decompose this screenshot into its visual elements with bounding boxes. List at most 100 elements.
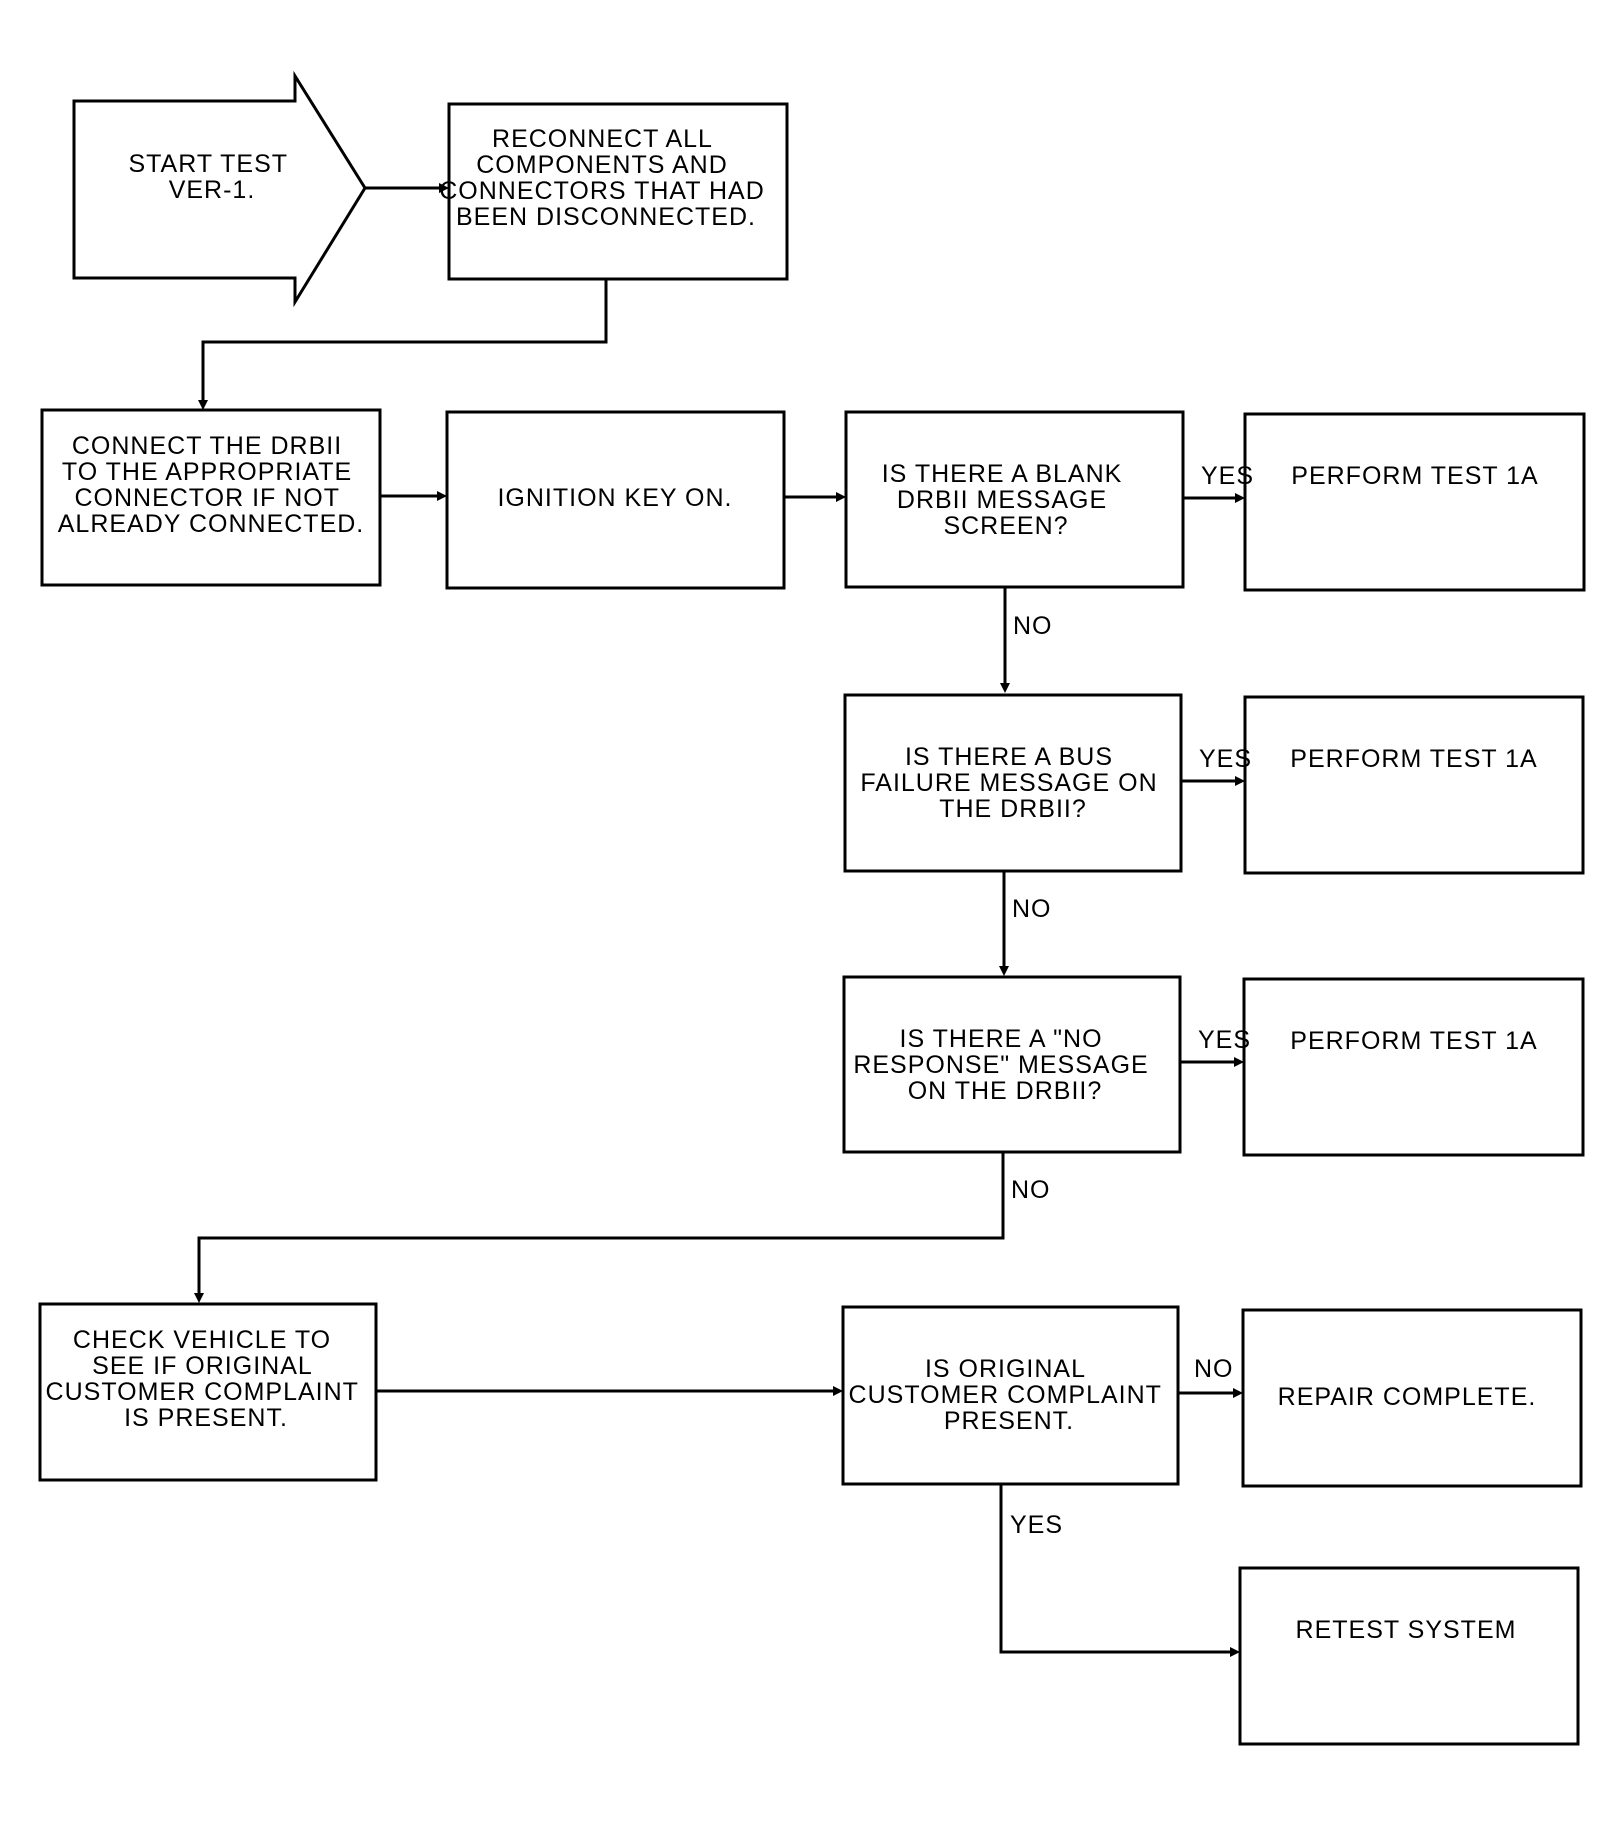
- node-perform-test-1: PERFORM TEST 1A: [1243, 412, 1586, 592]
- check-vehicle-box: [38, 1302, 378, 1482]
- node-retest-system: RETEST SYSTEM: [1238, 1566, 1580, 1746]
- svg-text:START TEST VER-1.: START TEST VER-1.: [128, 150, 295, 204]
- node-perform-test-2: PERFORM TEST 1A: [1243, 695, 1585, 875]
- node-original-complaint-question: IS ORIGINAL CUSTOMER COMPLAINT PRESENT.: [841, 1305, 1180, 1486]
- svg-text:CONNECT THE DRBII TO T: CONNECT THE DRBII TO THE APPROPRIATE CON…: [58, 432, 365, 538]
- connectors: [194, 183, 1245, 1657]
- perform-test-2-line-1: PERFORM TEST 1A: [1290, 745, 1537, 773]
- connect-drbii-line-3: CONNECTOR IF NOT: [74, 484, 339, 512]
- arrowhead: [194, 1293, 204, 1303]
- label-no-original: NO: [1194, 1355, 1234, 1383]
- svg-text:RETEST SYSTEM: RETEST SYSTEM: [1296, 1616, 1517, 1644]
- no-response-question-line-2: RESPONSE" MESSAGE: [853, 1051, 1148, 1079]
- node-start: START TEST VER-1.: [72, 70, 367, 308]
- original-complaint-question-line-1: IS ORIGINAL: [925, 1355, 1085, 1383]
- node-reconnect: RECONNECT ALL COMPONENTS AND CONNECTORS …: [439, 102, 789, 281]
- no-response-question-box: [842, 975, 1182, 1154]
- arrowhead: [833, 1386, 843, 1396]
- node-bus-question: IS THERE A BUS FAILURE MESSAGE ON THE DR…: [843, 693, 1183, 873]
- ignition-line-1: IGNITION KEY ON.: [497, 484, 732, 512]
- check-vehicle-line-1: CHECK VEHICLE TO: [73, 1326, 331, 1354]
- svg-text:IS THERE A "NO RESPONS: IS THERE A "NO RESPONSE" MESSAGE ON THE …: [853, 1025, 1156, 1105]
- node-connect-drbii: CONNECT THE DRBII TO THE APPROPRIATE CON…: [40, 408, 382, 587]
- svg-text:IGNITION KEY ON.: IGNITION KEY ON.: [497, 484, 732, 512]
- perform-test-1-box: [1243, 412, 1586, 592]
- arrowhead: [999, 966, 1009, 976]
- blank-question-box: [844, 410, 1185, 589]
- retest-system-box: [1238, 1566, 1580, 1746]
- start-line-2: VER-1.: [169, 176, 256, 204]
- svg-text:IS THERE A BUS FAILURE: IS THERE A BUS FAILURE MESSAGE ON THE DR…: [860, 743, 1165, 823]
- no-response-question-line-1: IS THERE A "NO: [900, 1025, 1103, 1053]
- original-complaint-question-line-2: CUSTOMER COMPLAINT: [849, 1381, 1162, 1409]
- arrowhead: [439, 183, 449, 193]
- connect-drbii-line-4: ALREADY CONNECTED.: [58, 510, 365, 538]
- arrowhead: [1230, 1647, 1240, 1657]
- connect-drbii-line-2: TO THE APPROPRIATE: [62, 458, 352, 486]
- label-yes-bus: YES: [1199, 745, 1252, 773]
- arrowhead: [1000, 683, 1010, 693]
- node-no-response-question: IS THERE A "NO RESPONSE" MESSAGE ON THE …: [842, 975, 1182, 1154]
- reconnect-line-2: COMPONENTS AND: [476, 151, 728, 179]
- perform-test-3-line-1: PERFORM TEST 1A: [1290, 1027, 1537, 1055]
- edge-labels: YES NO YES NO YES NO NO YES: [1010, 462, 1254, 1539]
- svg-text:PERFORM TEST 1A: PERFORM TEST 1A: [1290, 1027, 1537, 1055]
- edge-noresp-no: [197, 1152, 1005, 1293]
- reconnect-line-4: BEEN DISCONNECTED.: [456, 203, 756, 231]
- arrowhead: [1234, 1057, 1244, 1067]
- edge-reconnect-to-connect: [201, 278, 608, 400]
- node-perform-test-3: PERFORM TEST 1A: [1242, 977, 1585, 1157]
- bus-question-line-1: IS THERE A BUS: [905, 743, 1113, 771]
- bus-question-line-2: FAILURE MESSAGE ON: [860, 769, 1157, 797]
- arrowhead: [1235, 493, 1245, 503]
- connect-drbii-line-1: CONNECT THE DRBII: [72, 432, 342, 460]
- start-arrow-shape: [72, 70, 367, 308]
- reconnect-box: [447, 102, 789, 281]
- node-blank-question: IS THERE A BLANK DRBII MESSAGE SCREEN?: [844, 410, 1185, 589]
- svg-text:REPAIR COMPLETE.: REPAIR COMPLETE.: [1278, 1383, 1537, 1411]
- perform-test-3-box: [1242, 977, 1585, 1157]
- label-yes-no-response: YES: [1198, 1026, 1251, 1054]
- label-no-bus: NO: [1012, 895, 1052, 923]
- svg-text:PERFORM TEST 1A: PERFORM TEST 1A: [1291, 462, 1538, 490]
- arrowhead: [198, 400, 208, 410]
- bus-question-line-3: THE DRBII?: [939, 795, 1087, 823]
- reconnect-line-3: CONNECTORS THAT HAD: [439, 177, 765, 205]
- node-check-vehicle: CHECK VEHICLE TO SEE IF ORIGINAL CUSTOME…: [38, 1302, 378, 1482]
- node-ignition: IGNITION KEY ON.: [445, 410, 786, 590]
- label-no-no-response: NO: [1011, 1176, 1051, 1204]
- start-line-1: START TEST: [128, 150, 287, 178]
- label-yes-blank: YES: [1201, 462, 1254, 490]
- blank-question-line-2: DRBII MESSAGE: [897, 486, 1107, 514]
- repair-complete-line-1: REPAIR COMPLETE.: [1278, 1383, 1537, 1411]
- retest-system-line-1: RETEST SYSTEM: [1296, 1616, 1517, 1644]
- check-vehicle-line-3: CUSTOMER COMPLAINT: [46, 1378, 359, 1406]
- label-no-blank: NO: [1013, 612, 1053, 640]
- edge-original-yes: [999, 1484, 1231, 1654]
- repair-complete-box: [1241, 1308, 1583, 1488]
- original-complaint-question-line-3: PRESENT.: [944, 1407, 1074, 1435]
- check-vehicle-line-4: IS PRESENT.: [124, 1404, 288, 1432]
- arrowhead: [836, 492, 846, 502]
- blank-question-line-3: SCREEN?: [943, 512, 1068, 540]
- bus-question-box: [843, 693, 1183, 873]
- svg-text:RECONNECT ALL COMPONEN: RECONNECT ALL COMPONENTS AND CONNECTORS …: [439, 125, 772, 231]
- connect-drbii-box: [40, 408, 382, 587]
- svg-text:IS THERE A BLANK DRBII: IS THERE A BLANK DRBII MESSAGE SCREEN?: [882, 460, 1131, 540]
- node-repair-complete: REPAIR COMPLETE.: [1241, 1308, 1583, 1488]
- no-response-question-line-3: ON THE DRBII?: [908, 1077, 1103, 1105]
- perform-test-2-box: [1243, 695, 1585, 875]
- ignition-box: [445, 410, 786, 590]
- perform-test-1-line-1: PERFORM TEST 1A: [1291, 462, 1538, 490]
- svg-text:PERFORM TEST 1A: PERFORM TEST 1A: [1290, 745, 1537, 773]
- svg-text:CHECK VEHICLE TO SEE I: CHECK VEHICLE TO SEE IF ORIGINAL CUSTOME…: [46, 1326, 367, 1432]
- arrowhead: [1235, 776, 1245, 786]
- reconnect-line-1: RECONNECT ALL: [492, 125, 712, 153]
- check-vehicle-line-2: SEE IF ORIGINAL: [92, 1352, 312, 1380]
- blank-question-line-1: IS THERE A BLANK: [882, 460, 1123, 488]
- original-complaint-question-box: [841, 1305, 1180, 1486]
- svg-text:IS ORIGINAL CUSTOMER C: IS ORIGINAL CUSTOMER COMPLAINT PRESENT.: [849, 1355, 1170, 1435]
- arrowhead: [1233, 1388, 1243, 1398]
